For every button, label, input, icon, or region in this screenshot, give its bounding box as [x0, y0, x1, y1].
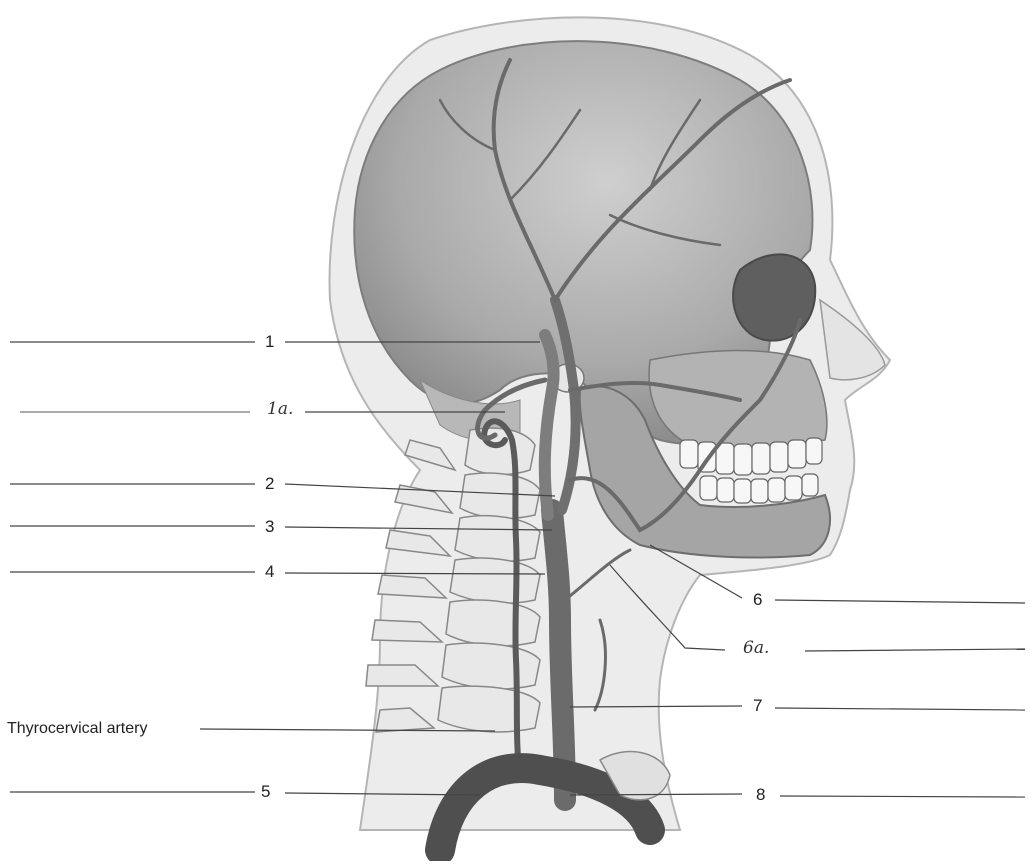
label-1a-handwritten: 1a.	[264, 400, 296, 418]
label-6: 6	[750, 591, 765, 609]
label-thyrocervical-artery: Thyrocervical artery	[4, 720, 150, 738]
label-7: 7	[750, 697, 765, 715]
label-5: 5	[258, 783, 273, 801]
label-2: 2	[262, 475, 277, 493]
label-3: 3	[262, 518, 277, 536]
label-6a-handwritten: 6a.	[740, 639, 772, 657]
label-1: 1	[262, 333, 277, 351]
label-4: 4	[262, 563, 277, 581]
common-carotid-artery	[552, 510, 565, 800]
orbit	[733, 254, 815, 340]
label-8: 8	[753, 786, 768, 804]
